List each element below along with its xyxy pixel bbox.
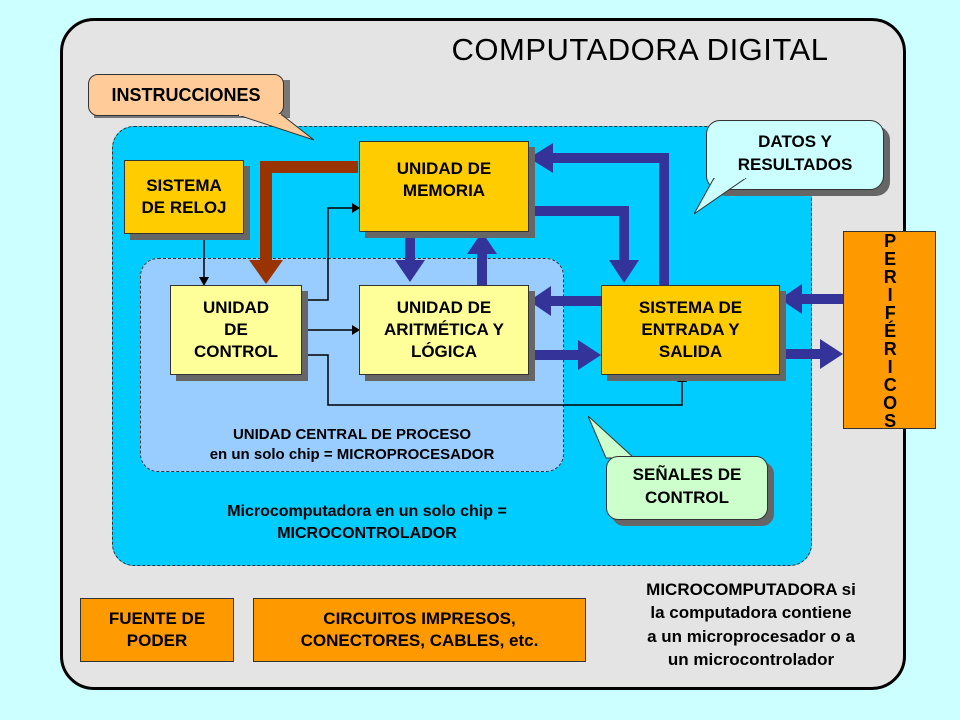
- circuitos-block: CIRCUITOS IMPRESOS, CONECTORES, CABLES, …: [253, 598, 586, 662]
- cpu-caption-line-1: UNIDAD CENTRAL DE PROCESO: [232, 426, 472, 443]
- senales-box: SEÑALES DE CONTROL: [606, 456, 768, 520]
- diagram-title: COMPUTADORA DIGITAL: [451, 32, 829, 67]
- unidad-aritmetica-logica-block: UNIDAD DE ARITMÉTICA Y LÓGICA: [359, 285, 529, 375]
- datos-callout: DATOS Y RESULTADOS: [694, 120, 884, 215]
- cpu-caption: UNIDAD CENTRAL DE PROCESO en un solo chi…: [150, 425, 554, 466]
- sistema-entrada-salida-block: SISTEMA DE ENTRADA Y SALIDA: [601, 285, 780, 375]
- instrucciones-callout: INSTRUCCIONES: [88, 74, 315, 141]
- note-strong: MICROCOMPUTADORA: [646, 580, 837, 599]
- datos-line-1: DATOS Y: [758, 132, 832, 151]
- reloj-line-1: SISTEMA: [146, 175, 222, 195]
- instrucciones-label: INSTRUCCIONES: [88, 74, 284, 116]
- datos-line-2: RESULTADOS: [737, 154, 853, 174]
- note-line-3: a un microprocesador o a: [647, 626, 855, 646]
- cpu-caption-line-2: en un solo chip = MICROPROCESADOR: [209, 446, 495, 464]
- senales-line-2: CONTROL: [644, 487, 730, 507]
- io-line-3: SALIDA: [658, 342, 723, 362]
- memoria-line-2: MEMORIA: [402, 181, 486, 201]
- alu-line-3: LÓGICA: [410, 342, 478, 362]
- sistema-de-reloj-block: SISTEMA DE RELOJ: [124, 160, 244, 234]
- fuente-line-2: PODER: [126, 631, 188, 650]
- control-line-3: CONTROL: [193, 342, 279, 362]
- note-line-4: un microcontrolador: [667, 650, 835, 670]
- perifericos-block: PERIFÉRICOS: [843, 231, 936, 429]
- senales-line-1: SEÑALES DE: [632, 465, 742, 484]
- datos-callout-tail: [694, 178, 747, 215]
- fuente-de-poder-block: FUENTE DE PODER: [80, 598, 234, 662]
- io-line-1: SISTEMA DE: [638, 297, 743, 317]
- memoria-line-1: UNIDAD DE: [396, 159, 492, 178]
- fuente-line-1: FUENTE DE: [108, 608, 206, 628]
- alu-line-1: UNIDAD DE: [396, 297, 492, 317]
- instruction-arrow: [249, 161, 358, 284]
- senales-callout: SEÑALES DE CONTROL: [588, 416, 768, 520]
- io-line-2: ENTRADA Y: [641, 319, 740, 339]
- unidad-de-control-block: UNIDAD DE CONTROL: [170, 285, 302, 375]
- datos-box: DATOS Y RESULTADOS: [706, 120, 884, 190]
- reloj-line-2: DE RELOJ: [141, 198, 227, 217]
- note-line-2: la computadora contiene: [650, 603, 852, 623]
- control-line-1: UNIDAD: [202, 297, 270, 317]
- mc-caption-line-1: Microcomputadora en un solo chip =: [227, 503, 507, 520]
- circuitos-line-1: CIRCUITOS IMPRESOS,: [323, 608, 516, 628]
- control-line-heads: [199, 203, 687, 382]
- instrucciones-callout-tail: [238, 114, 315, 141]
- mc-caption-line-2: MICROCONTROLADOR: [277, 524, 457, 542]
- note-rest: si: [836, 580, 856, 599]
- perifericos-label: PERIFÉRICOS: [880, 231, 901, 429]
- circuitos-line-2: CONECTORES, CABLES, etc.: [300, 631, 539, 650]
- control-lines: [203, 207, 683, 406]
- data-arrows: [395, 143, 844, 370]
- unidad-de-memoria-block: UNIDAD DE MEMORIA: [359, 141, 529, 232]
- mc-caption: Microcomputadora en un solo chip = MICRO…: [150, 501, 584, 544]
- alu-line-2: ARITMÉTICA Y: [384, 319, 504, 339]
- microcomputadora-note: MICROCOMPUTADORA si la computadora conti…: [606, 578, 896, 672]
- note-line-1: MICROCOMPUTADORA si: [606, 578, 896, 601]
- control-line-2: DE: [224, 319, 248, 339]
